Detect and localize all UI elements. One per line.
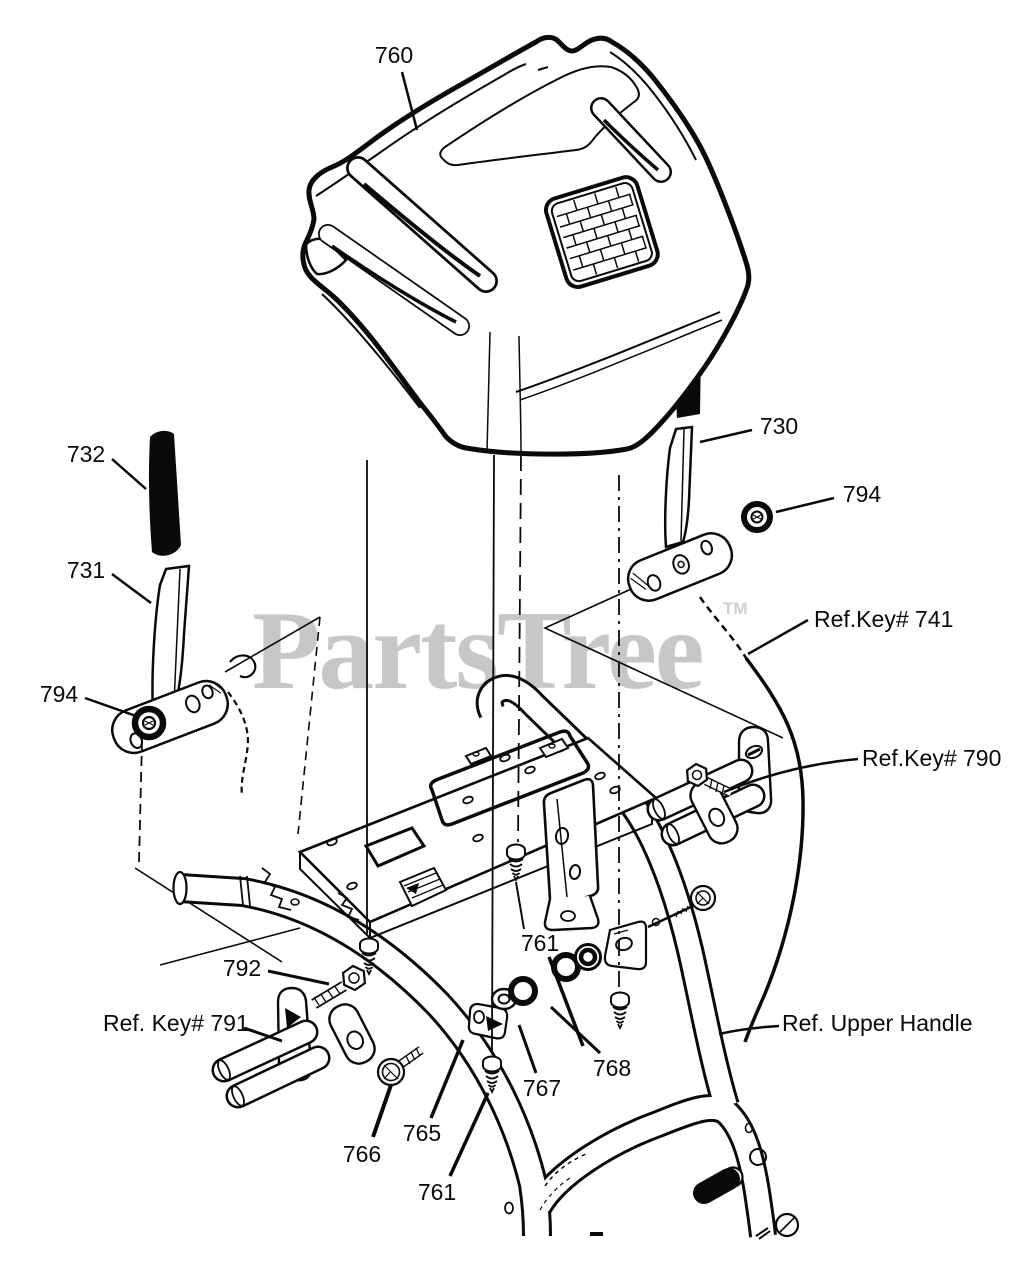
spring-screw-768	[610, 991, 630, 1029]
lock-washer-767	[508, 976, 538, 1006]
alignment-line	[134, 867, 283, 963]
cable-hook	[229, 654, 257, 679]
panel-serration	[337, 892, 360, 921]
watermark-tm: TM	[723, 599, 748, 618]
handle-bracket-790	[646, 725, 773, 929]
hex-bolt-792	[311, 964, 367, 1009]
clamp-bracket-768-group	[551, 920, 648, 982]
alignment-lines	[134, 584, 784, 966]
pivot-plate-right	[626, 532, 734, 602]
projection-line	[517, 454, 522, 843]
handle-grip-end	[172, 870, 188, 906]
flange-bolt-766	[376, 1046, 424, 1087]
callout-765: 765	[403, 1120, 441, 1146]
clamp-bracket-767-group	[467, 976, 538, 1040]
panel-serration	[261, 867, 292, 911]
alignment-line	[543, 584, 784, 739]
handle-bracket-791	[211, 964, 424, 1109]
flange-screw-right	[647, 884, 717, 929]
lever-730	[663, 425, 694, 549]
callout-732: 732	[67, 441, 105, 467]
callout-761-bottom: 761	[418, 1179, 456, 1205]
callout-768: 768	[593, 1055, 631, 1081]
cable-left-dashed	[227, 691, 250, 796]
alignment-line	[159, 927, 301, 966]
callout-ref-key-791: Ref. Key# 791	[103, 1010, 249, 1036]
grip-ferrule	[239, 875, 251, 907]
control-panel-cover-760	[300, 34, 752, 457]
callouts: 760 732 731 794 730 794 Ref.Key# 741 Ref…	[40, 42, 1002, 1205]
cover-outline	[300, 34, 752, 457]
callout-766: 766	[343, 1141, 381, 1167]
callout-761-mid: 761	[521, 930, 559, 956]
upper-handle	[172, 673, 777, 1238]
left-lever-group	[110, 430, 257, 863]
callout-794-right: 794	[843, 481, 882, 507]
cover-vent-slot-right	[590, 97, 672, 183]
callout-ref-key-741: Ref.Key# 741	[814, 606, 953, 632]
callout-ref-key-790: Ref.Key# 790	[862, 745, 1001, 771]
leader-lines	[84, 71, 859, 1177]
cover-grille	[543, 175, 660, 289]
pin-plate-left	[328, 1003, 376, 1065]
projection-line	[491, 454, 495, 1053]
projection-lines	[366, 454, 620, 1053]
alignment-line-dashed	[297, 616, 321, 835]
cover-vent-slot-left-upper	[346, 156, 498, 293]
callout-760: 760	[375, 42, 413, 68]
cover-vent-slot-left-lower	[318, 224, 470, 336]
flange-nut-794-left	[131, 705, 167, 741]
carriage-pins-left	[211, 1019, 331, 1109]
black-knob	[693, 1168, 740, 1204]
support-bracket	[542, 777, 600, 932]
control-cable-741	[698, 596, 805, 1043]
lower-right-hardware	[693, 1148, 800, 1240]
alignment-line	[224, 616, 321, 673]
callout-794-left: 794	[40, 681, 79, 707]
callout-ref-upper-handle: Ref. Upper Handle	[782, 1010, 973, 1036]
callout-792: 792	[223, 955, 261, 981]
callout-731: 731	[67, 557, 105, 583]
callout-767: 767	[523, 1075, 561, 1101]
decal-strip-732	[148, 430, 181, 556]
callout-730: 730	[760, 413, 798, 439]
double-washer-768	[574, 943, 602, 971]
flange-nut-794-right	[741, 501, 773, 533]
panel-small-bracket	[398, 866, 448, 908]
